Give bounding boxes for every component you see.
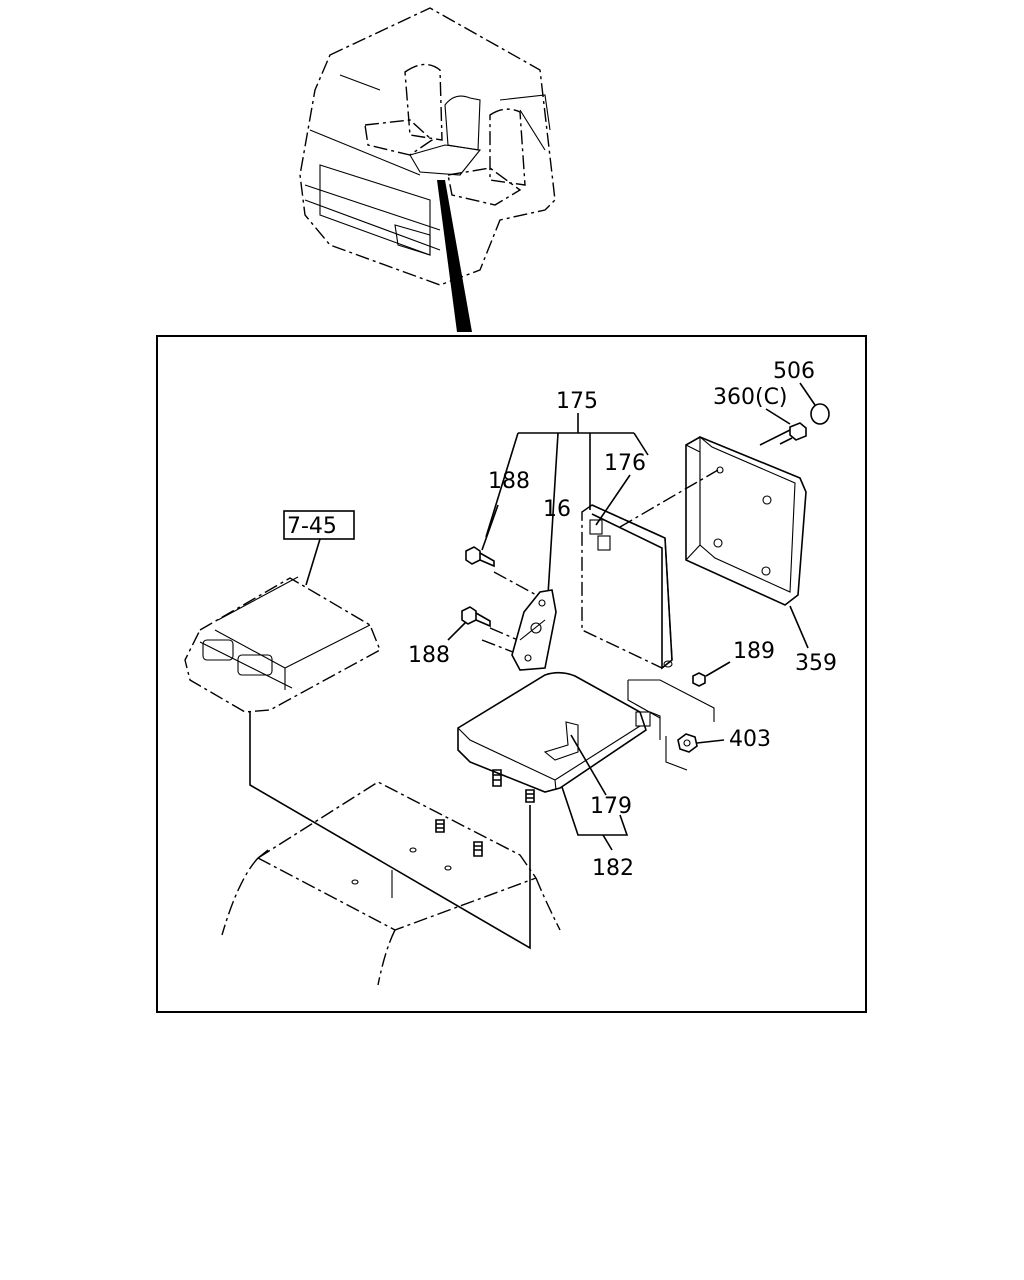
callout-175-lines [485,413,649,596]
callout-175: 175 [556,389,598,414]
cab-overview [299,7,556,332]
detail-frame [156,335,867,1013]
back-cover-359 [619,435,809,649]
console-assembly [184,510,531,950]
callout-176: 176 [604,451,646,476]
callout-188-upper: 188 [488,469,530,494]
clip-360c [759,408,807,446]
callout-189: 189 [733,639,775,664]
callout-182: 182 [592,856,634,881]
reference-box [283,510,355,540]
callout-506: 506 [773,359,815,384]
callout-16: 16 [543,497,571,522]
bolt-188-upper [465,504,541,598]
floor-base [221,781,561,986]
cap-506 [799,382,830,425]
hinge-bracket-16 [511,589,557,671]
seat-base [457,671,661,851]
callout-188-lower: 188 [408,643,450,668]
callout-179: 179 [590,794,632,819]
reference-label: 7-45 [287,514,337,539]
screw-189 [627,661,731,722]
nut-403 [665,733,725,771]
backrest-176 [581,474,673,670]
callout-403: 403 [729,727,771,752]
callout-359: 359 [795,651,837,676]
bolt-188-lower [447,606,519,655]
callout-360c: 360(C) [713,385,788,410]
